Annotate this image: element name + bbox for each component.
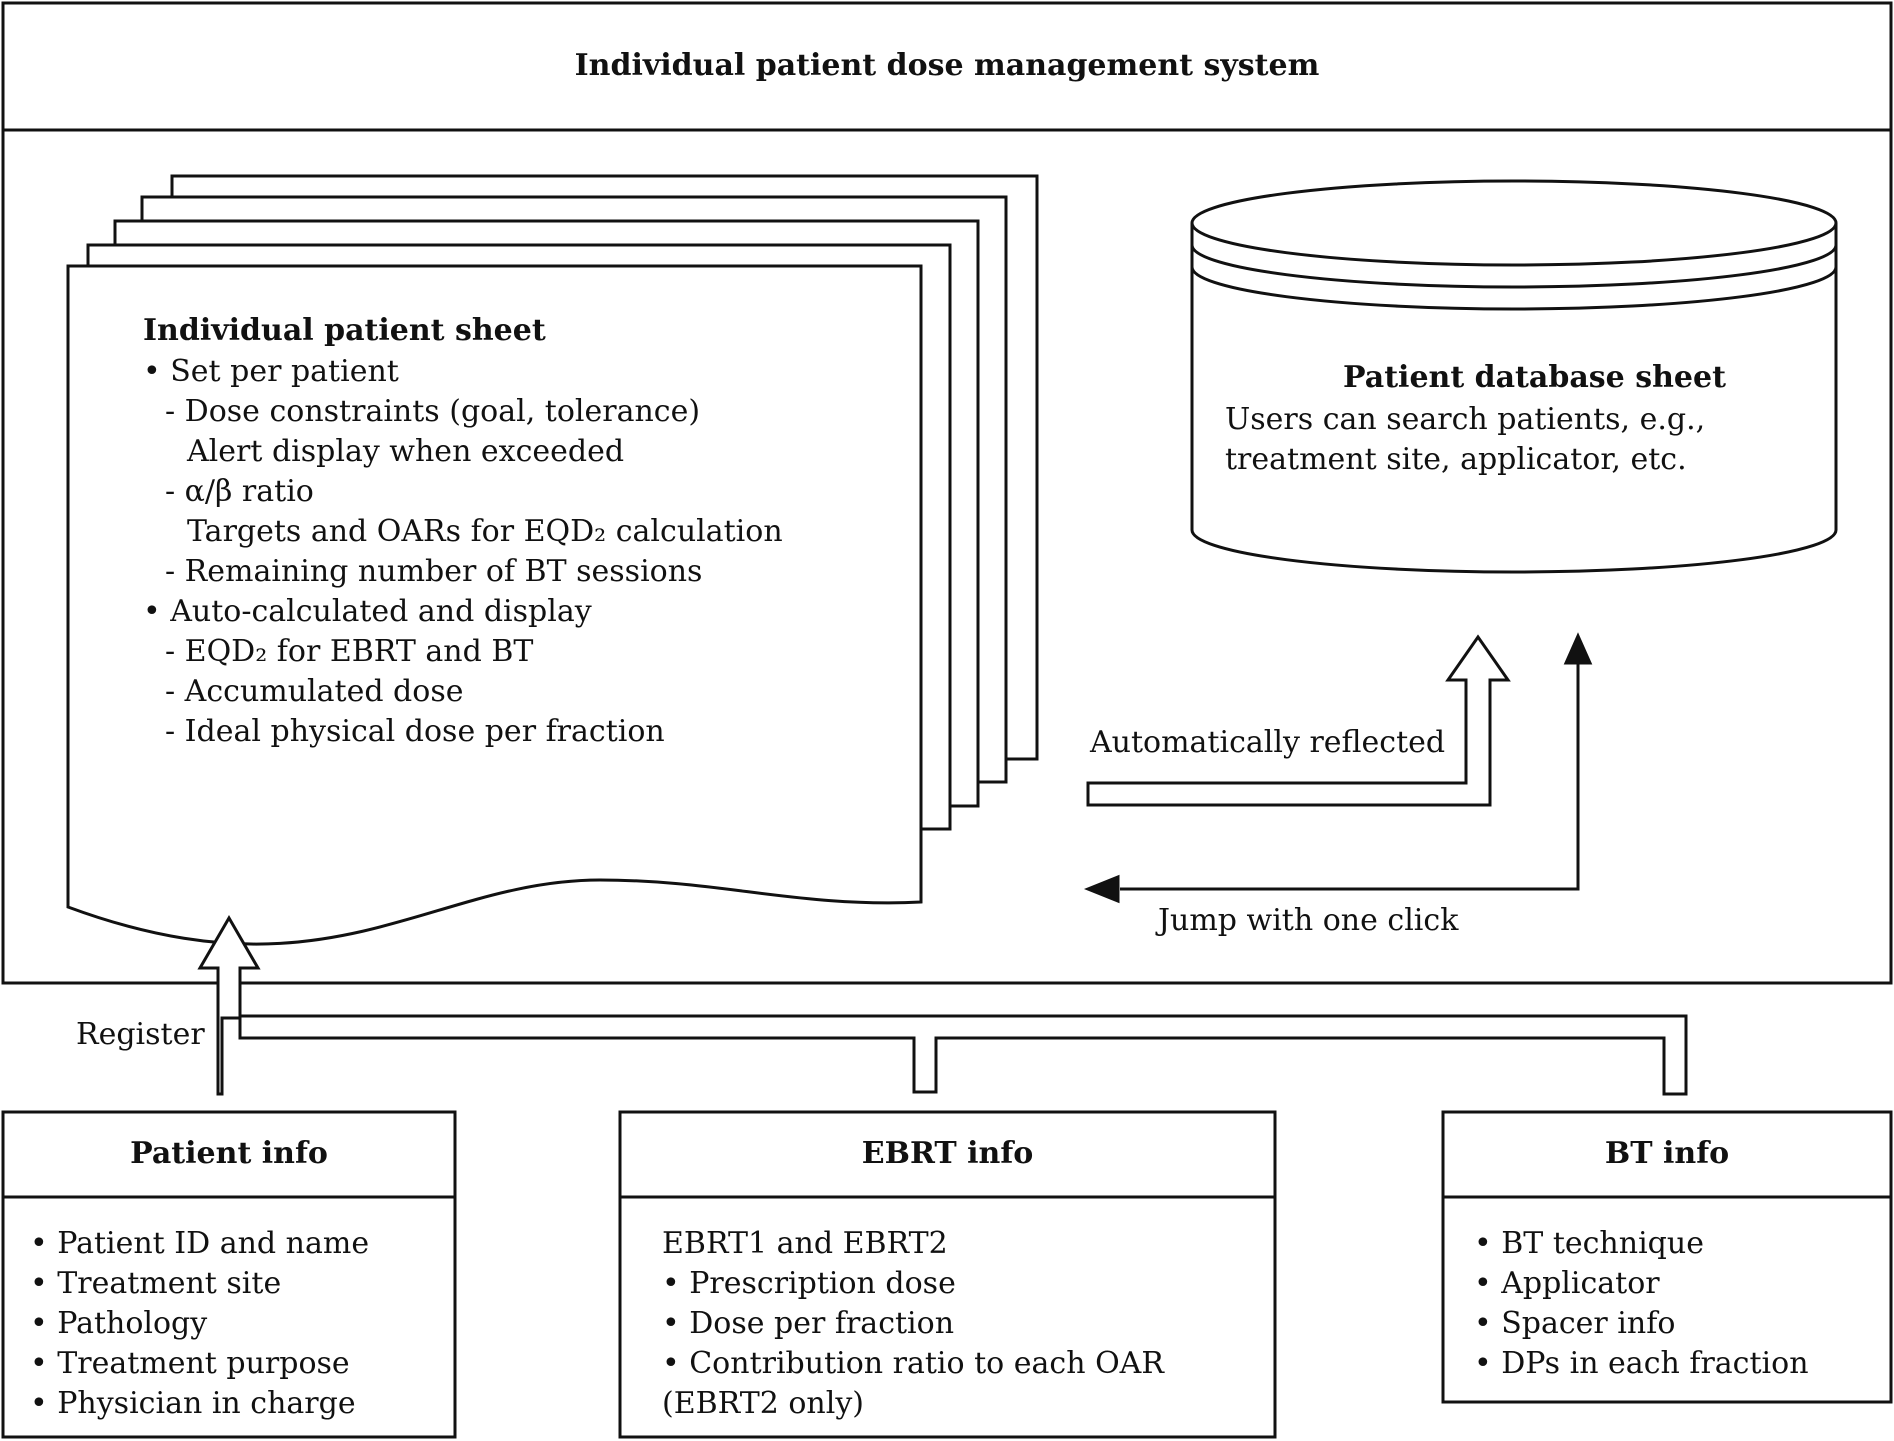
register-label: Register [76,1017,205,1052]
ebrt-info-item: • Dose per fraction [662,1306,955,1341]
database-ring-2 [1190,266,1838,311]
patient-info-item: • Treatment purpose [30,1346,350,1381]
jump-arrow-head-left [1083,874,1120,904]
ebrt-info-title: EBRT info [861,1136,1034,1171]
database-cylinder-body [1190,223,1838,574]
database-title: Patient database sheet [1343,360,1726,395]
patient-info-title: Patient info [130,1136,328,1171]
patient-sheet-line: - Remaining number of BT sessions [165,554,703,589]
patient-sheet-list: • Set per patient - Dose constraints (goa… [143,352,783,752]
patient-info-list: • Patient ID and name • Treatment site •… [30,1224,369,1424]
patient-sheet-line: • Set per patient [143,354,399,389]
system-title: Individual patient dose management syste… [574,48,1320,83]
patient-sheet-line: - EQD₂ for EBRT and BT [165,634,534,669]
bt-info-list: • BT technique • Applicator • Spacer inf… [1474,1224,1809,1384]
jump-arrow-line [1120,660,1580,891]
ebrt-info-list: EBRT1 and EBRT2 • Prescription dose • Do… [662,1224,1164,1424]
patient-info-item: • Patient ID and name [30,1226,370,1261]
bt-info-title: BT info [1604,1136,1730,1171]
patient-info-item: • Treatment site [30,1266,282,1301]
register-arrow [197,915,1688,1096]
patient-info-item: • Pathology [30,1306,208,1341]
bt-info-item: • Applicator [1474,1266,1660,1301]
jump-label: Jump with one click [1158,903,1459,938]
reflected-label: Automatically reflected [1090,725,1446,760]
jump-arrow-head-up [1563,632,1593,665]
patient-info-item: • Physician in charge [30,1386,356,1421]
reflected-arrow [1086,634,1511,807]
patient-sheet-line: - Ideal physical dose per fraction [165,714,665,749]
database-line-2: treatment site, applicator, etc. [1225,442,1687,477]
ebrt-info-item: (EBRT2 only) [662,1386,864,1421]
database-ring-1 [1190,244,1838,289]
patient-sheet-line: Targets and OARs for EQD₂ calculation [187,514,783,549]
database-line-1: Users can search patients, e.g., [1225,402,1706,437]
bt-info-item: • BT technique [1474,1226,1704,1261]
patient-sheet-title: Individual patient sheet [143,313,546,348]
ebrt-info-item: • Prescription dose [662,1266,956,1301]
ebrt-info-item: EBRT1 and EBRT2 [662,1226,948,1261]
bt-info-box [1441,1110,1893,1404]
bt-info-item: • DPs in each fraction [1474,1346,1809,1381]
database-cylinder-top [1190,179,1838,267]
patient-sheet-line: Alert display when exceeded [187,434,625,469]
patient-info-box [1,1110,457,1439]
patient-sheet-line: - Accumulated dose [165,674,464,709]
ebrt-info-box [618,1110,1277,1439]
patient-sheet-line: - α/β ratio [165,474,314,509]
patient-sheet-line: - Dose constraints (goal, tolerance) [165,394,701,429]
bt-info-item: • Spacer info [1474,1306,1676,1341]
patient-sheet-line: • Auto-calculated and display [143,594,592,629]
ebrt-info-item: • Contribution ratio to each OAR [662,1346,1164,1381]
